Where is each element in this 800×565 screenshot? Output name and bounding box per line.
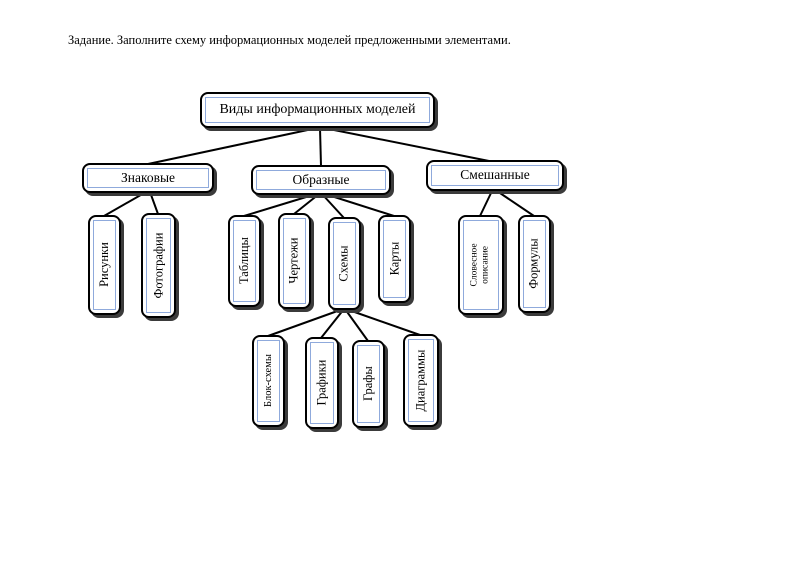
- node-slovesnoe-opisanie-label: Словесное описание: [470, 243, 491, 287]
- node-smeshannye-label: Смешанные: [460, 167, 530, 183]
- connector-obraznye-karty: [324, 193, 395, 217]
- node-vidy-modeley-label: Виды информационных моделей: [219, 101, 416, 117]
- node-znakovye-label: Знаковые: [120, 169, 176, 185]
- node-grafy: Графы: [352, 340, 385, 428]
- node-karty-label: Карты: [386, 242, 401, 276]
- node-vidy-modeley: Виды информационных моделей: [200, 92, 435, 128]
- connector-root-znakovye: [147, 127, 318, 165]
- node-grafy-label: Графы: [360, 366, 375, 402]
- connector-obraznye-shemy: [321, 193, 345, 219]
- connector-obraznye-chertezhi: [293, 193, 320, 215]
- node-chertezhi-label: Чертежи: [286, 237, 301, 285]
- connector-smeshannye-slovesnoe: [479, 190, 493, 217]
- node-shemy-label: Схемы: [336, 245, 351, 282]
- node-karty: Карты: [378, 215, 411, 303]
- node-tablicy: Таблицы: [228, 215, 261, 307]
- node-blok-shemy: Блок-схемы: [252, 335, 285, 427]
- node-blok-shemy-label: Блок-схемы: [263, 354, 274, 408]
- node-risunki: Рисунки: [88, 215, 121, 315]
- node-risunki-label: Рисунки: [96, 242, 111, 288]
- node-tablicy-label: Таблицы: [236, 237, 251, 285]
- connector-shemy-diagrammy: [345, 308, 421, 336]
- node-diagrammy: Диаграммы: [403, 334, 439, 427]
- node-grafiki: Графики: [305, 337, 339, 429]
- connector-shemy-grafy: [344, 308, 369, 342]
- node-formuly: Формулы: [518, 215, 551, 313]
- node-fotografii-label: Фотографии: [150, 232, 165, 299]
- task-instruction: Задание. Заполните схему информационных …: [68, 33, 511, 47]
- node-formuly-label: Формулы: [526, 238, 541, 290]
- node-slovesnoe-opisanie: Словесное описание: [458, 215, 504, 315]
- connector-znakovye-fotografii: [149, 191, 159, 215]
- connector-root-smeshannye: [323, 127, 495, 163]
- node-grafiki-label: Графики: [314, 360, 329, 406]
- connector-root-obraznye: [319, 127, 322, 167]
- node-fotografii: Фотографии: [141, 213, 176, 318]
- node-smeshannye: Смешанные: [426, 160, 564, 191]
- connector-shemy-blok-shemy: [267, 308, 344, 337]
- node-shemy: Схемы: [328, 217, 361, 310]
- node-obraznye: Образные: [251, 165, 391, 195]
- connector-smeshannye-formuly: [496, 190, 535, 217]
- node-znakovye: Знаковые: [82, 163, 214, 193]
- node-diagrammy-label: Диаграммы: [413, 349, 428, 412]
- node-obraznye-label: Образные: [292, 171, 350, 187]
- connector-znakovye-risunki: [103, 191, 147, 217]
- connector-obraznye-tablicy: [243, 193, 317, 217]
- node-chertezhi: Чертежи: [278, 213, 311, 309]
- connector-shemy-grafiki: [320, 308, 345, 339]
